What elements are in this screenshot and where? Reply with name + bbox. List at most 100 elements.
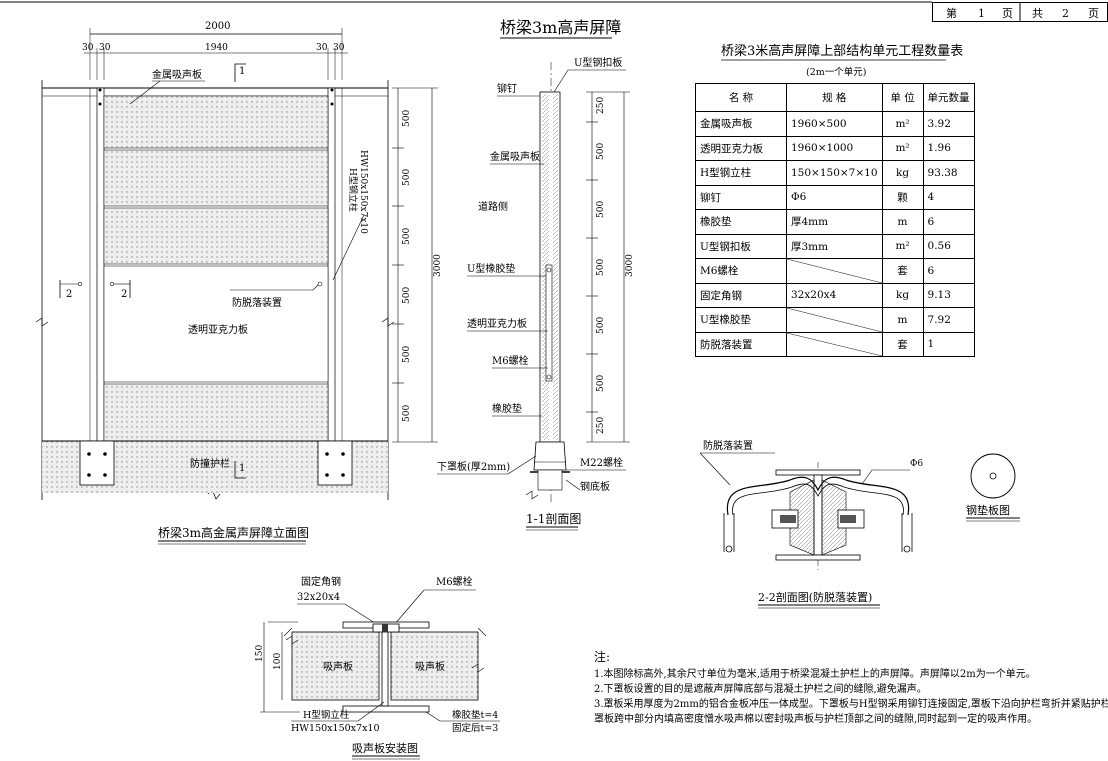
table-cell <box>786 331 883 357</box>
dim-left-a: 30 <box>82 43 94 53</box>
label-m6-bolt: M6螺栓 <box>436 575 473 588</box>
table-cell: 6 <box>922 258 975 284</box>
table-cell: m <box>881 307 924 333</box>
dim-total-width: 2000 <box>205 21 230 32</box>
table-cell: U型钢扣板 <box>695 233 787 259</box>
table-cell: 套 <box>881 258 924 284</box>
label-lower-cover: 下罩板(厚2mm) <box>437 460 510 473</box>
table-header: 单 位 <box>881 83 924 112</box>
label-column-a: H型钢立柱 <box>347 168 359 212</box>
section-2-2-title: 2-2剖面图(防脱落装置) <box>758 590 872 604</box>
label-column-b: HW150x150x7x10 <box>291 723 380 734</box>
table-cell: 7.92 <box>922 307 975 333</box>
label-panel-left: 吸声板 <box>323 660 353 673</box>
table-cell: 3.92 <box>922 111 975 137</box>
table-cell: 套 <box>881 331 924 357</box>
height-total: 3000 <box>433 254 443 277</box>
label-anti-fall: 防脱落装置 <box>232 296 282 309</box>
section-1-1-title: 1-1剖面图 <box>526 512 581 526</box>
table-cell: kg <box>881 282 924 308</box>
table-cell: 93.38 <box>922 160 975 186</box>
table-cell: 厚3mm <box>786 233 883 259</box>
elevation-title: 桥梁3m高金属声屏障立面图 <box>158 525 309 540</box>
notes-title: 注: <box>594 650 611 664</box>
section-mark-left: 2 <box>66 289 72 300</box>
label-m6-bolt: M6螺栓 <box>492 354 529 367</box>
table-cell: 1960×1000 <box>786 135 883 161</box>
label-phi6: Φ6 <box>910 459 923 469</box>
table-header-row: 名 称 规 格 单 位 单元数量 <box>695 83 975 112</box>
total-pages: 2 <box>1062 7 1069 20</box>
label-rubber-a: 橡胶垫t=4 <box>452 709 498 721</box>
page-label: 第 <box>946 6 957 20</box>
table-cell <box>786 258 883 284</box>
sec-dim-1: 250 <box>596 97 606 114</box>
install-title: 吸声板安装图 <box>352 741 418 755</box>
label-metal-panel: 金属吸声板 <box>490 150 540 163</box>
table-subtitle: (2m一个单元) <box>806 66 866 78</box>
table-cell: 150×150×7×10 <box>786 160 883 186</box>
install-detail: 固定角钢 32x20x4 M6螺栓 150 100 吸声板 吸声板 H型钢立柱 … <box>255 575 500 760</box>
main-title: 桥梁3m高声屏障 <box>500 18 621 37</box>
total-unit: 页 <box>1088 7 1099 20</box>
table-cell: U型橡胶垫 <box>695 307 787 333</box>
washer-title: 钢垫板图 <box>966 503 1010 517</box>
sec-dim-2: 500 <box>596 143 606 160</box>
dim-right-b: 30 <box>333 43 345 53</box>
table-cell: 橡胶垫 <box>695 209 787 235</box>
dim-150: 150 <box>255 645 265 662</box>
label-u-clip: U型钢扣板 <box>574 56 622 69</box>
note-line: 3.罩板采用厚度为2mm的铝合金板冲压一体成型。下罩板与H型钢采用铆钉连接固定,… <box>594 699 1108 710</box>
sec-dim-3: 500 <box>596 201 606 218</box>
table-cell: 厚4mm <box>786 209 883 235</box>
label-m22-bolt: M22螺栓 <box>580 456 623 469</box>
label-column-a: H型钢立柱 <box>303 709 350 721</box>
dim-right-a: 30 <box>316 43 328 53</box>
label-angle-b: 32x20x4 <box>297 592 340 603</box>
page-number: 1 <box>978 7 985 20</box>
row-dim-5: 500 <box>402 346 412 363</box>
table-header: 单元数量 <box>922 83 975 112</box>
row-dim-3: 500 <box>402 228 412 245</box>
table-cell: 透明亚克力板 <box>695 135 787 161</box>
label-road-side: 道路侧 <box>478 200 508 213</box>
table-cell: 固定角钢 <box>695 282 787 308</box>
table-cell: kg <box>881 160 924 186</box>
table-cell: 1.96 <box>922 135 975 161</box>
label-rubber-b: 固定后t=3 <box>452 722 498 734</box>
label-anti-fall: 防脱落装置 <box>703 439 753 452</box>
label-base-plate: 钢底板 <box>580 480 610 493</box>
page-unit: 页 <box>1002 7 1013 20</box>
label-acrylic: 透明亚克力板 <box>188 323 248 336</box>
table-cell: 0.56 <box>922 233 975 259</box>
label-panel-right: 吸声板 <box>415 660 445 673</box>
section-2-2: 防脱落装置 Φ6 2-2剖面图(防脱落装置) <box>699 439 923 609</box>
note-line: 罩板跨中部分内填高密度憎水吸声棉以密封吸声板与护栏顶部之间的缝隙,同时起到一定的… <box>594 714 1038 725</box>
label-metal-panel: 金属吸声板 <box>152 68 202 81</box>
section-mark-top: 1 <box>239 66 245 77</box>
sec-dim-7: 250 <box>596 417 606 434</box>
table-cell: 9.13 <box>922 282 975 308</box>
table-cell: H型钢立柱 <box>695 160 787 186</box>
table-cell: Φ6 <box>786 184 883 210</box>
table-cell: 4 <box>922 184 975 210</box>
section-mark-right: 2 <box>121 289 127 300</box>
table-cell: 1 <box>922 331 975 357</box>
sec-dim-4: 500 <box>596 259 606 276</box>
table-cell: m <box>881 209 924 235</box>
table-cell: 颗 <box>881 184 924 210</box>
label-column-b: HW150x150x7x10 <box>358 150 368 234</box>
sec-dim-6: 500 <box>596 375 606 392</box>
label-rivet: 铆钉 <box>497 82 517 95</box>
table-header: 规 格 <box>786 83 883 112</box>
notes-block: 注: 1.本图除标高外,其余尺寸单位为毫米,适用于桥梁混凝土护栏上的声屏障。声屏… <box>594 650 1108 727</box>
label-rubber-pad: 橡胶垫 <box>492 402 522 415</box>
